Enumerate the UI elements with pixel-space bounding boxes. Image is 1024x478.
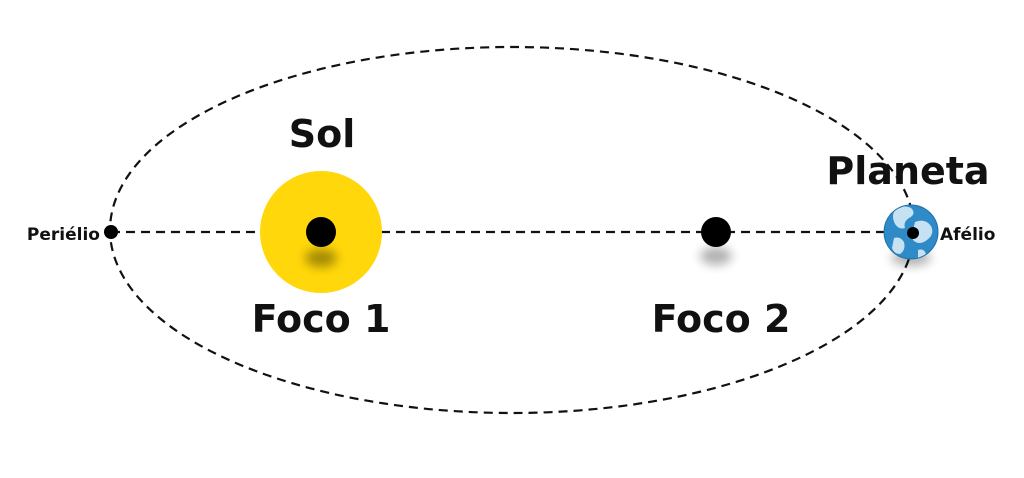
aphelion-point xyxy=(907,227,919,239)
focus-2-label: Foco 2 xyxy=(652,297,791,341)
planet-label: Planeta xyxy=(826,149,989,193)
focus-1-shadow xyxy=(305,249,337,267)
perihelion-label: Periélio xyxy=(27,225,100,245)
aphelion-label: Afélio xyxy=(940,225,995,245)
focus-1-point xyxy=(306,217,336,247)
focus-2-point xyxy=(701,217,731,247)
focus-1-label: Foco 1 xyxy=(252,297,391,341)
orbit-path xyxy=(108,45,916,415)
perihelion-point xyxy=(104,225,118,239)
focus-2-shadow xyxy=(700,247,732,265)
sun-label: Sol xyxy=(289,112,356,156)
